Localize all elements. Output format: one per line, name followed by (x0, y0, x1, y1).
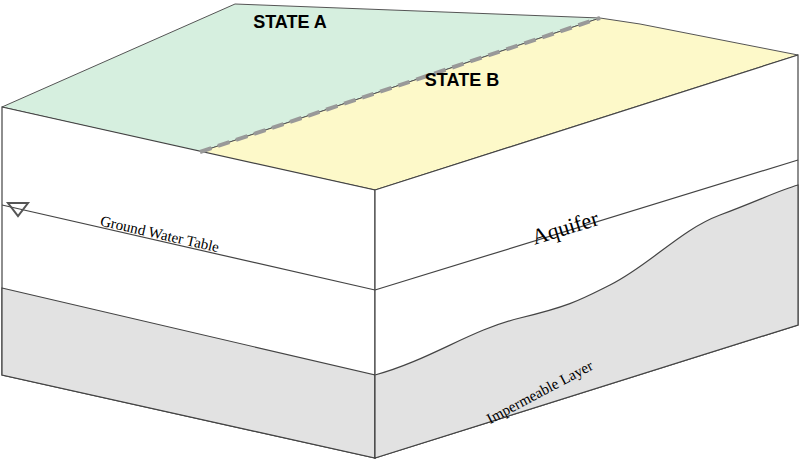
water-table-symbol (8, 203, 28, 216)
right-face (375, 55, 798, 458)
right-water-table-line (375, 160, 798, 290)
state-boundary (200, 18, 600, 152)
right-impermeable-layer (375, 185, 798, 458)
front-face (2, 107, 375, 458)
front-impermeable-layer (2, 288, 375, 458)
region-label: STATE B (425, 70, 499, 91)
region-label: STATE A (253, 12, 327, 33)
front-water-table-line (2, 205, 375, 290)
